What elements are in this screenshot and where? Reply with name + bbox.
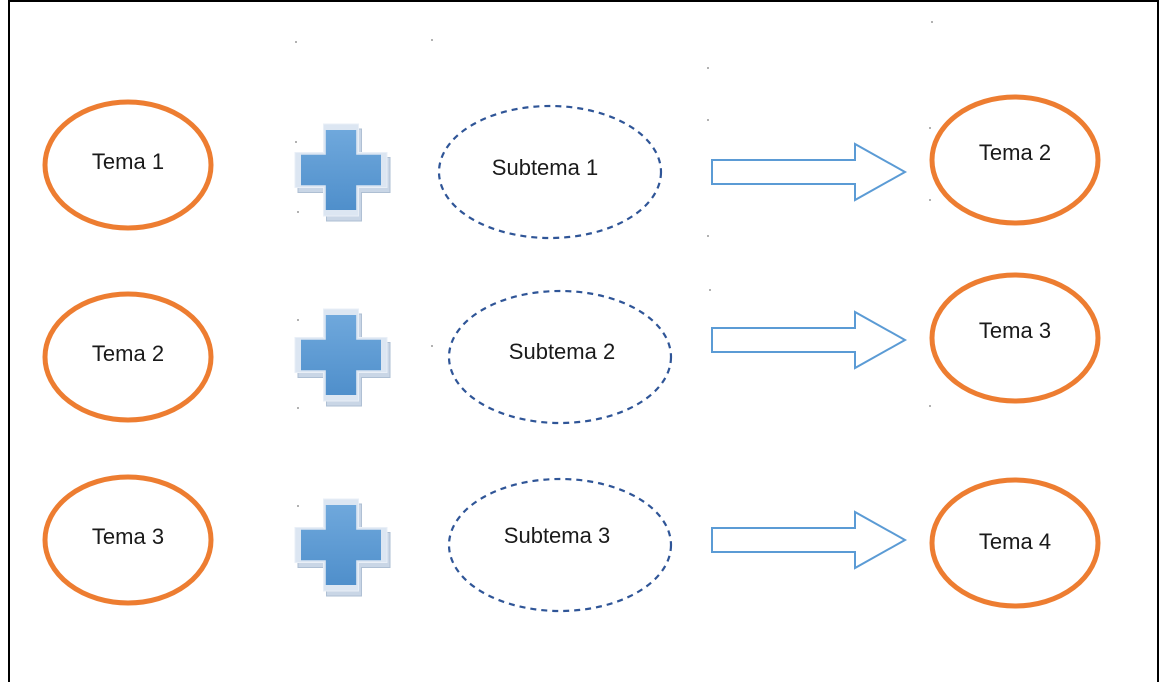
arrow-right-icon	[711, 310, 908, 370]
source-topic-label: Tema 3	[92, 524, 164, 549]
subtopic-node: Subtema 2	[447, 289, 673, 425]
source-topic-node: Tema 3	[42, 474, 214, 606]
source-topic-node: Tema 1	[42, 99, 214, 231]
source-topic-label: Tema 2	[92, 341, 164, 366]
arrow-right-icon	[711, 510, 908, 570]
subtopic-label: Subtema 1	[492, 155, 598, 180]
subtopic-ellipse	[447, 477, 673, 613]
result-topic-node: Tema 3	[929, 272, 1101, 404]
source-topic-ellipse	[42, 99, 214, 231]
result-topic-ellipse	[929, 477, 1101, 609]
subtopic-label: Subtema 3	[504, 523, 610, 548]
source-topic-ellipse	[42, 291, 214, 423]
result-topic-label: Tema 2	[979, 140, 1051, 165]
diagram-row: Tema 1 Subtema 1 Tema 2	[42, 94, 1101, 240]
arrow-right-icon	[711, 142, 908, 202]
source-topic-ellipse	[42, 474, 214, 606]
result-topic-label: Tema 4	[979, 529, 1051, 554]
result-topic-node: Tema 2	[929, 94, 1101, 226]
result-topic-node: Tema 4	[929, 477, 1101, 609]
subtopic-label: Subtema 2	[509, 339, 615, 364]
plus-icon-body	[301, 505, 381, 585]
source-topic-label: Tema 1	[92, 149, 164, 174]
result-topic-ellipse	[929, 272, 1101, 404]
result-topic-label: Tema 3	[979, 318, 1051, 343]
diagram-row: Tema 2 Subtema 2 Tema 3	[42, 272, 1101, 425]
plus-icon	[294, 308, 391, 407]
subtopic-node: Subtema 3	[447, 477, 673, 613]
result-topic-ellipse	[929, 94, 1101, 226]
plus-icon-body	[301, 315, 381, 395]
plus-icon	[294, 123, 391, 222]
plus-icon	[294, 498, 391, 597]
diagram-row: Tema 3 Subtema 3 Tema 4	[42, 474, 1101, 613]
subtopic-ellipse	[437, 104, 663, 240]
background-specks	[295, 21, 933, 507]
plus-icon-body	[301, 130, 381, 210]
source-topic-node: Tema 2	[42, 291, 214, 423]
diagram-frame	[8, 0, 1159, 682]
subtopic-ellipse	[447, 289, 673, 425]
subtopic-node: Subtema 1	[437, 104, 663, 240]
